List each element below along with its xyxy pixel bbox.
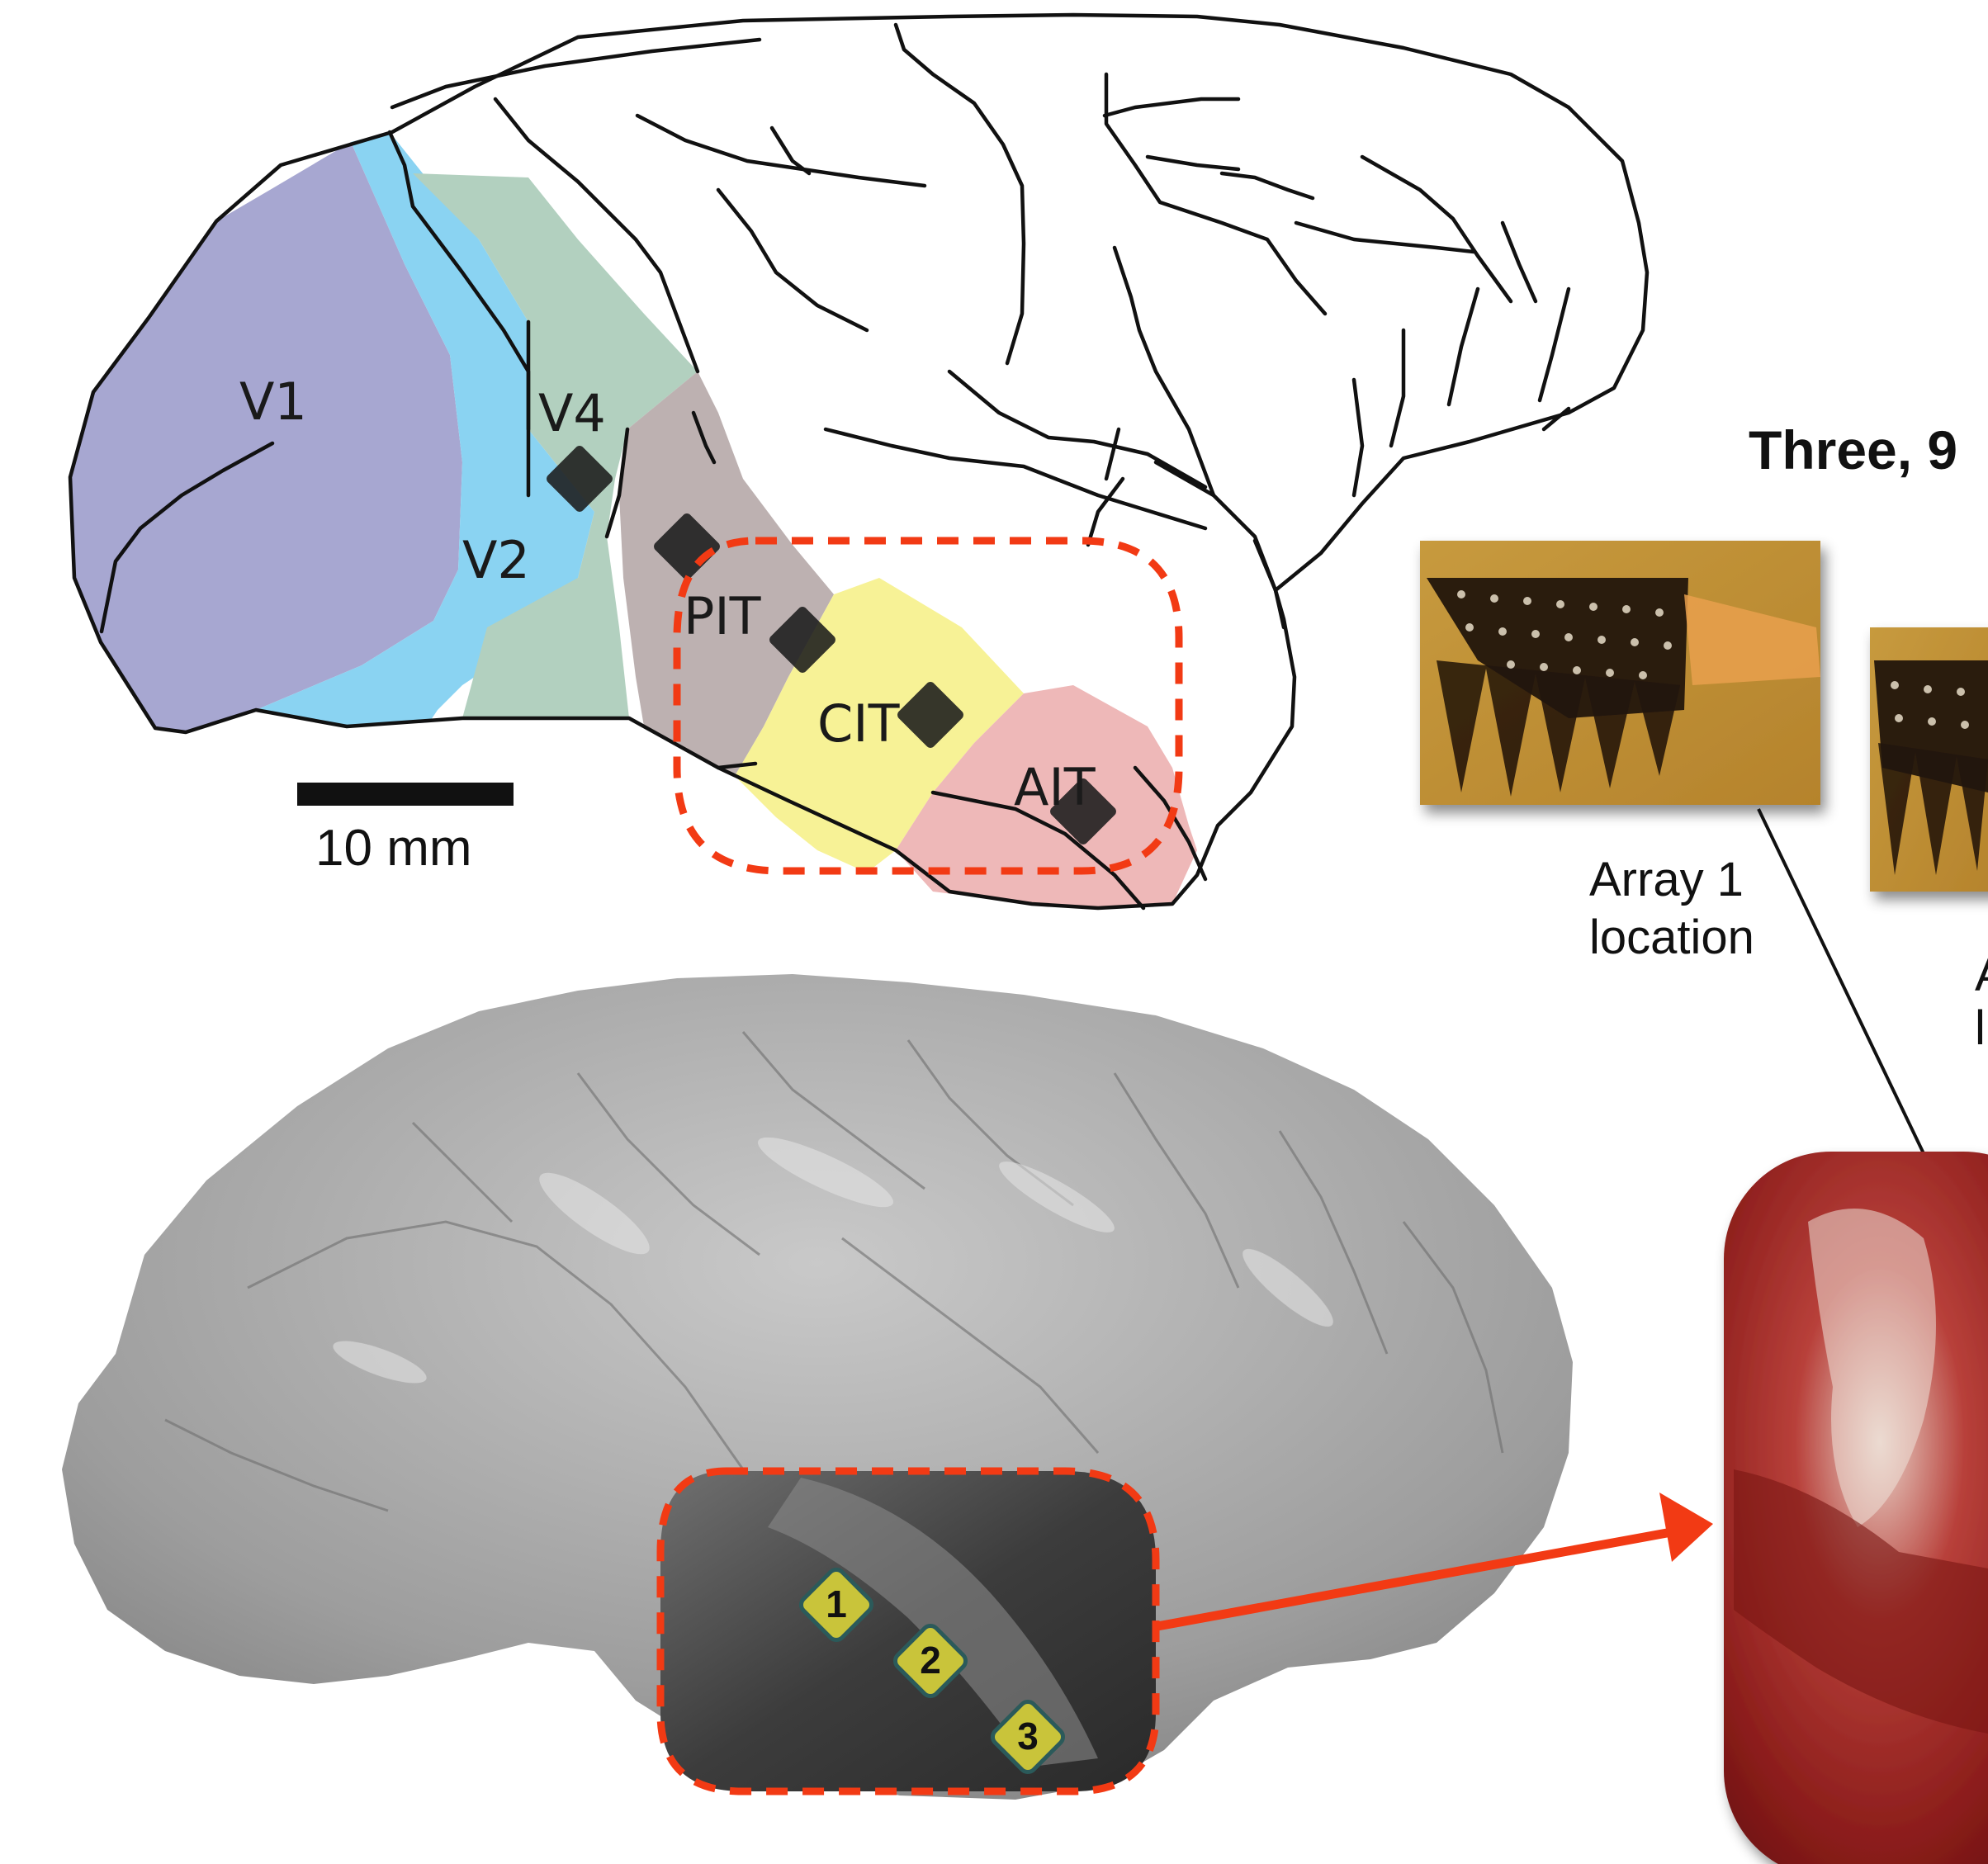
brain-3d-render: 1 2 3: [62, 974, 1713, 1800]
brain-schematic: V1 V2 V4 PIT CIT AIT 10 mm: [70, 15, 1647, 908]
panel-title: Three, 9: [1749, 419, 1957, 480]
marker-2-number: 2: [920, 1639, 941, 1682]
scale-bar: [297, 783, 514, 806]
array-photo-panel: Three, 9 Array 1 location: [1420, 419, 1988, 1864]
region-label-pit: PIT: [684, 586, 762, 646]
array-1-caption-line2: location: [1589, 911, 1754, 964]
region-label-v4: V4: [538, 383, 606, 443]
region-label-v2: V2: [462, 530, 530, 590]
region-label-v1: V1: [239, 371, 307, 432]
surgical-photo: [1724, 1152, 1988, 1864]
array-1-photo: [1420, 541, 1820, 805]
marker-1-number: 1: [826, 1583, 847, 1625]
array-1-caption-line1: Array 1: [1589, 853, 1744, 906]
array-2-photo: [1870, 627, 1988, 892]
region-label-cit: CIT: [817, 693, 901, 754]
array-2-caption-line2: l: [1975, 1001, 1986, 1055]
marker-3-number: 3: [1017, 1715, 1039, 1758]
scale-bar-label: 10 mm: [315, 820, 471, 877]
array-2-caption-line1: A: [1975, 948, 1988, 1001]
